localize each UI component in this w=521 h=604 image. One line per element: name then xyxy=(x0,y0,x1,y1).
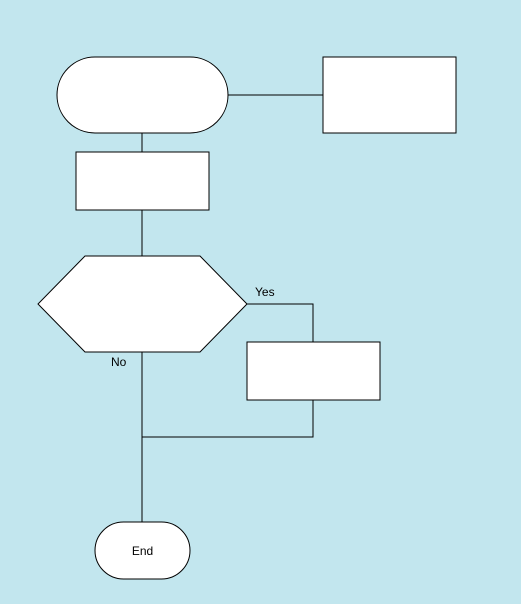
side-box-shape xyxy=(322,56,457,134)
connector-decision-yes-branch xyxy=(247,303,314,342)
end-terminator-shape xyxy=(94,521,191,580)
side-box-node[interactable] xyxy=(322,56,457,134)
start-terminator-shape xyxy=(56,56,229,134)
end-node[interactable]: End xyxy=(94,521,191,580)
no-branch-label: No xyxy=(111,355,127,369)
decision-hexagon-shape xyxy=(37,255,248,353)
yes-process-shape xyxy=(246,341,381,401)
yes-branch-label: Yes xyxy=(255,285,275,299)
process-1-shape xyxy=(75,151,210,211)
connector-yes-process-merge xyxy=(142,400,314,438)
end-node-label: End xyxy=(132,544,153,558)
start-node[interactable] xyxy=(56,56,229,134)
process-1-node[interactable] xyxy=(75,151,210,211)
yes-process-node[interactable] xyxy=(246,341,381,401)
decision-node[interactable] xyxy=(37,255,248,353)
